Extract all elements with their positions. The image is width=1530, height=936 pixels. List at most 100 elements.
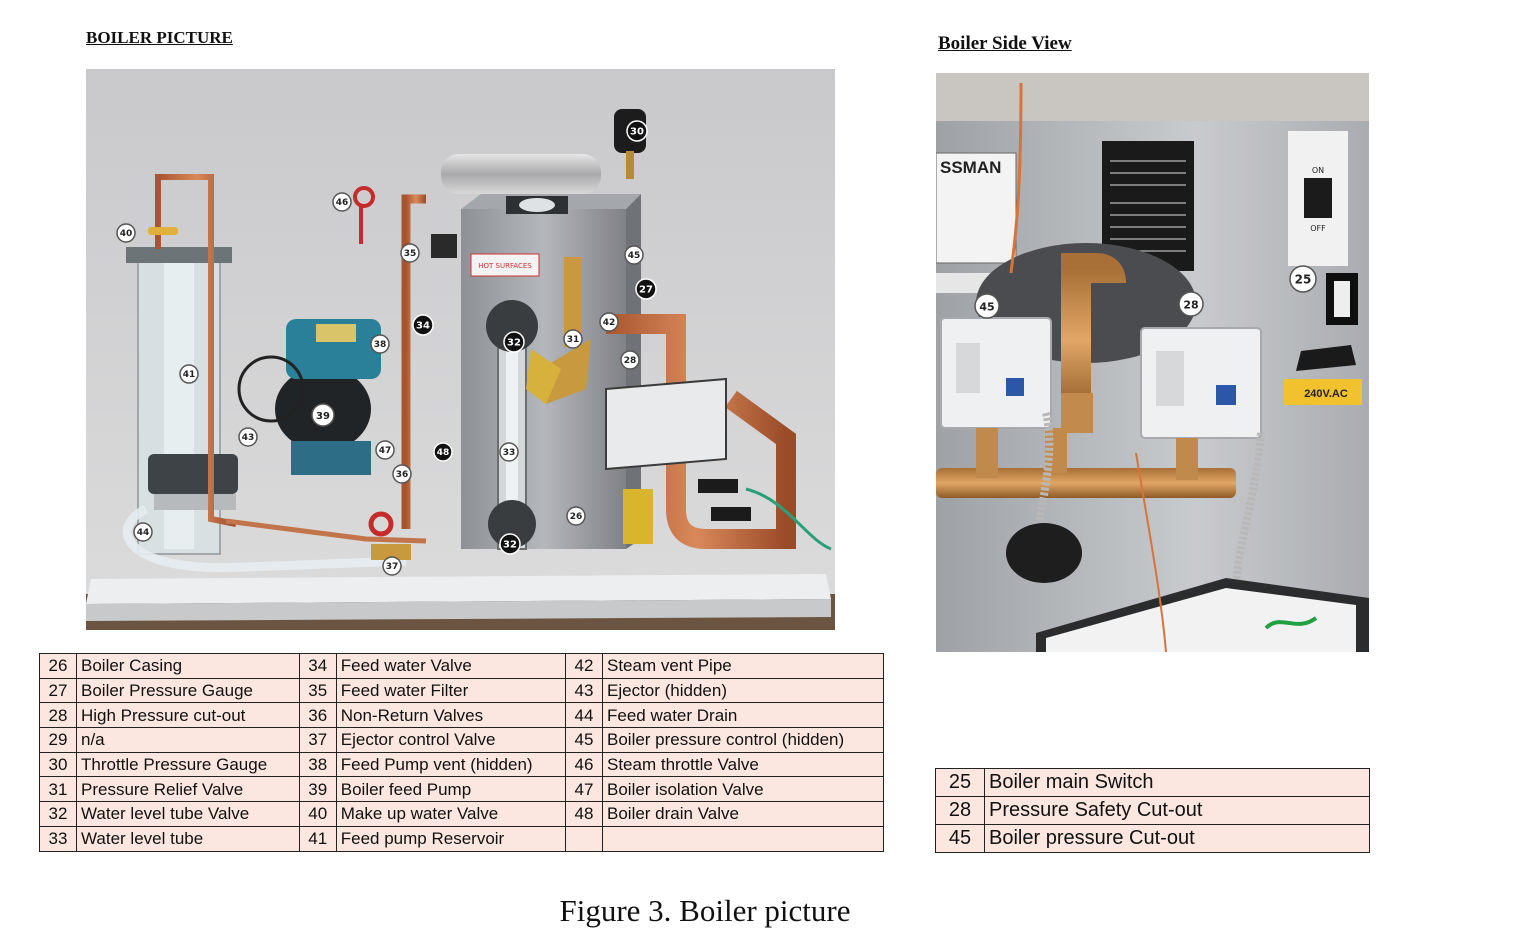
legend-item-number: 47 <box>565 776 603 803</box>
callout-badge <box>499 533 521 555</box>
callout-badge <box>332 192 352 212</box>
legend-item-number: 35 <box>298 677 337 704</box>
callout-badge <box>133 522 153 542</box>
legend-item-number: 31 <box>39 776 77 803</box>
legend-item-label: Steam vent Pipe <box>602 653 884 679</box>
legend-item-number: 40 <box>298 801 337 827</box>
callout-number: 35 <box>404 249 417 259</box>
legend-item-label: Boiler Casing <box>76 653 300 679</box>
callout-badge <box>375 440 395 460</box>
brand-label-text: SSMAN <box>940 158 1001 177</box>
legend-item-number: 25 <box>935 768 985 797</box>
legend-item-label: Non-Return Valves <box>335 702 567 729</box>
callout-number: 30 <box>630 127 644 138</box>
legend-item-label: n/a <box>76 727 300 753</box>
callout-badge <box>370 334 390 354</box>
legend-item-number <box>565 825 603 852</box>
callout-badge <box>116 223 136 243</box>
legend-item-label: Boiler main Switch <box>984 768 1370 797</box>
callout-number: 45 <box>628 251 641 261</box>
boiler-picture-heading: BOILER PICTURE <box>86 28 233 47</box>
callout-number: 32 <box>503 540 517 551</box>
callout-badge <box>635 278 657 300</box>
legend-item-number: 41 <box>298 825 337 852</box>
callout-badge <box>412 314 434 336</box>
legend-item-label: Boiler drain Valve <box>602 801 884 827</box>
legend-item-number: 45 <box>935 824 985 853</box>
legend-item-label: Boiler pressure control (hidden) <box>602 727 884 753</box>
switch-off-label: OFF <box>1310 224 1326 233</box>
callout-number: 31 <box>567 335 580 345</box>
callout-badge <box>179 364 199 384</box>
callout-number: 28 <box>624 356 637 366</box>
callout-badge <box>974 293 1000 319</box>
legend-item-number: 36 <box>298 702 337 729</box>
legend-item-label: Feed water Filter <box>335 677 567 704</box>
callout-number: 36 <box>396 470 409 480</box>
legend-item-number: 48 <box>565 801 603 827</box>
legend-item-label: Pressure Safety Cut-out <box>984 796 1370 825</box>
callout-number: 40 <box>120 229 133 239</box>
figure-caption: Figure 3. Boiler picture <box>559 893 851 928</box>
callout-number: 32 <box>507 338 521 349</box>
callout-number: 25 <box>1295 273 1312 287</box>
switch-on-label: ON <box>1312 166 1324 175</box>
callout-badge <box>392 464 412 484</box>
hot-surfaces-sign: HOT SURFACES <box>478 262 532 270</box>
callout-badge <box>1178 291 1204 317</box>
legend-item-number: 32 <box>39 801 77 827</box>
boiler-side-view-heading: Boiler Side View <box>938 33 1072 54</box>
callout-number: 44 <box>137 528 150 538</box>
legend-item-number: 43 <box>565 677 603 704</box>
legend-item-label: Steam throttle Valve <box>602 751 884 778</box>
legend-item-number: 45 <box>565 727 603 753</box>
callout-number: 26 <box>570 512 583 522</box>
legend-item-label: Make up water Valve <box>335 801 567 827</box>
legend-item-label: Ejector control Valve <box>335 727 567 753</box>
legend-item-number: 28 <box>935 796 985 825</box>
legend-item-number: 46 <box>565 751 603 778</box>
legend-item-number: 28 <box>39 702 77 729</box>
callout-badge <box>624 245 644 265</box>
legend-item-label: Pressure Relief Valve <box>76 776 300 803</box>
callout-number: 48 <box>437 448 450 458</box>
legend-item-number: 38 <box>298 751 337 778</box>
legend-item-label: Boiler feed Pump <box>335 776 567 803</box>
legend-item-label: Water level tube <box>76 825 300 852</box>
legend-item-number: 44 <box>565 702 603 729</box>
legend-item-number: 26 <box>39 653 77 679</box>
callout-number: 27 <box>639 285 653 296</box>
legend-item-number: 27 <box>39 677 77 704</box>
legend-item-label: High Pressure cut-out <box>76 702 300 729</box>
legend-item-label: Boiler isolation Valve <box>602 776 884 803</box>
callout-badge <box>382 556 402 576</box>
callout-number: 43 <box>242 433 255 443</box>
legend-item-label: Feed pump Reservoir <box>335 825 567 852</box>
boiler-side-view-photo: SSMAN ON OFF 240V.AC <box>936 73 1369 652</box>
callout-badge <box>503 331 525 353</box>
callout-badge <box>400 243 420 263</box>
legend-item-label: Boiler Pressure Gauge <box>76 677 300 704</box>
legend-item-label: Feed Pump vent (hidden) <box>335 751 567 778</box>
legend-item-number: 34 <box>298 653 337 679</box>
callout-badge <box>1289 265 1317 293</box>
callout-badge <box>499 442 519 462</box>
callout-badge <box>563 329 583 349</box>
legend-item-label: Throttle Pressure Gauge <box>76 751 300 778</box>
legend-item-label: Water level tube Valve <box>76 801 300 827</box>
callout-number: 41 <box>183 370 196 380</box>
